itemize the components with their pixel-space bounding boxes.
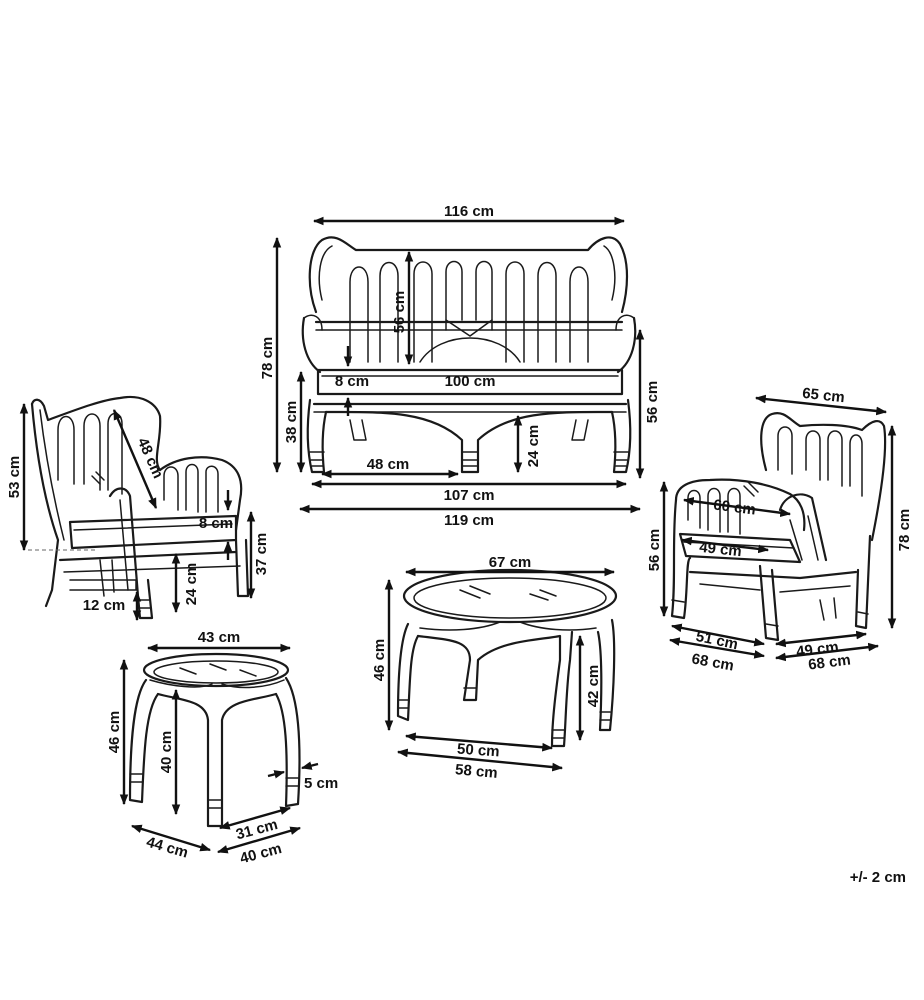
sofa-width-legs: 107 cm (444, 487, 495, 504)
armchair-right-width-total: 68 cm (807, 652, 851, 674)
armchair-right-top-width: 65 cm (801, 385, 845, 406)
armchair-left-foot-height: 12 cm (83, 597, 126, 614)
side-table-leg-span-inner: 31 cm (234, 816, 279, 843)
tolerance-note: +/- 2 cm (850, 869, 906, 886)
coffee-table-height: 46 cm (371, 639, 388, 682)
armchair-left-drawing (30, 395, 250, 620)
coffee-table-leg-span-outer: 58 cm (454, 761, 498, 782)
side-table-drawing (128, 652, 301, 828)
coffee-table-clearance: 42 cm (585, 665, 602, 708)
side-table-height: 46 cm (106, 711, 123, 754)
side-table-leg-thickness: 5 cm (304, 775, 338, 792)
sofa-cushion-thickness: 8 cm (335, 373, 369, 390)
sofa-seat-width: 100 cm (445, 373, 496, 390)
armchair-left-back-diagonal: 48 cm (134, 435, 167, 481)
armchair-left-leg-clearance: 24 cm (183, 563, 200, 606)
side-table-clearance: 40 cm (158, 731, 175, 774)
armchair-left-height-back: 53 cm (6, 456, 23, 499)
sofa-width-total: 119 cm (444, 512, 494, 529)
armchair-right-seat-width: 49 cm (698, 539, 742, 560)
side-table-depth: 44 cm (144, 834, 190, 862)
armchair-right-drawing (670, 412, 887, 642)
sofa-back-height: 56 cm (391, 291, 408, 334)
armchair-right-seat-depth: 60 cm (712, 497, 756, 519)
armchair-left-seat-height: 37 cm (253, 533, 270, 576)
sofa-seat-height: 38 cm (283, 401, 300, 444)
sofa-width-top: 116 cm (444, 203, 494, 220)
sofa-arm-height: 56 cm (644, 381, 661, 424)
sofa-drawing (301, 236, 637, 474)
sofa-leg-spacing: 48 cm (367, 456, 410, 473)
sofa-total-height: 78 cm (259, 337, 276, 380)
armchair-right-total-height: 78 cm (896, 509, 913, 552)
coffee-table-drawing (396, 568, 618, 748)
sofa-leg-clearance: 24 cm (525, 425, 542, 468)
side-table-top-width: 43 cm (198, 629, 241, 646)
coffee-table-top-width: 67 cm (489, 554, 532, 571)
armchair-right-arm-height: 56 cm (646, 529, 663, 572)
armchair-left-cushion-thickness: 8 cm (199, 515, 233, 532)
armchair-right-depth-total: 68 cm (690, 651, 735, 675)
